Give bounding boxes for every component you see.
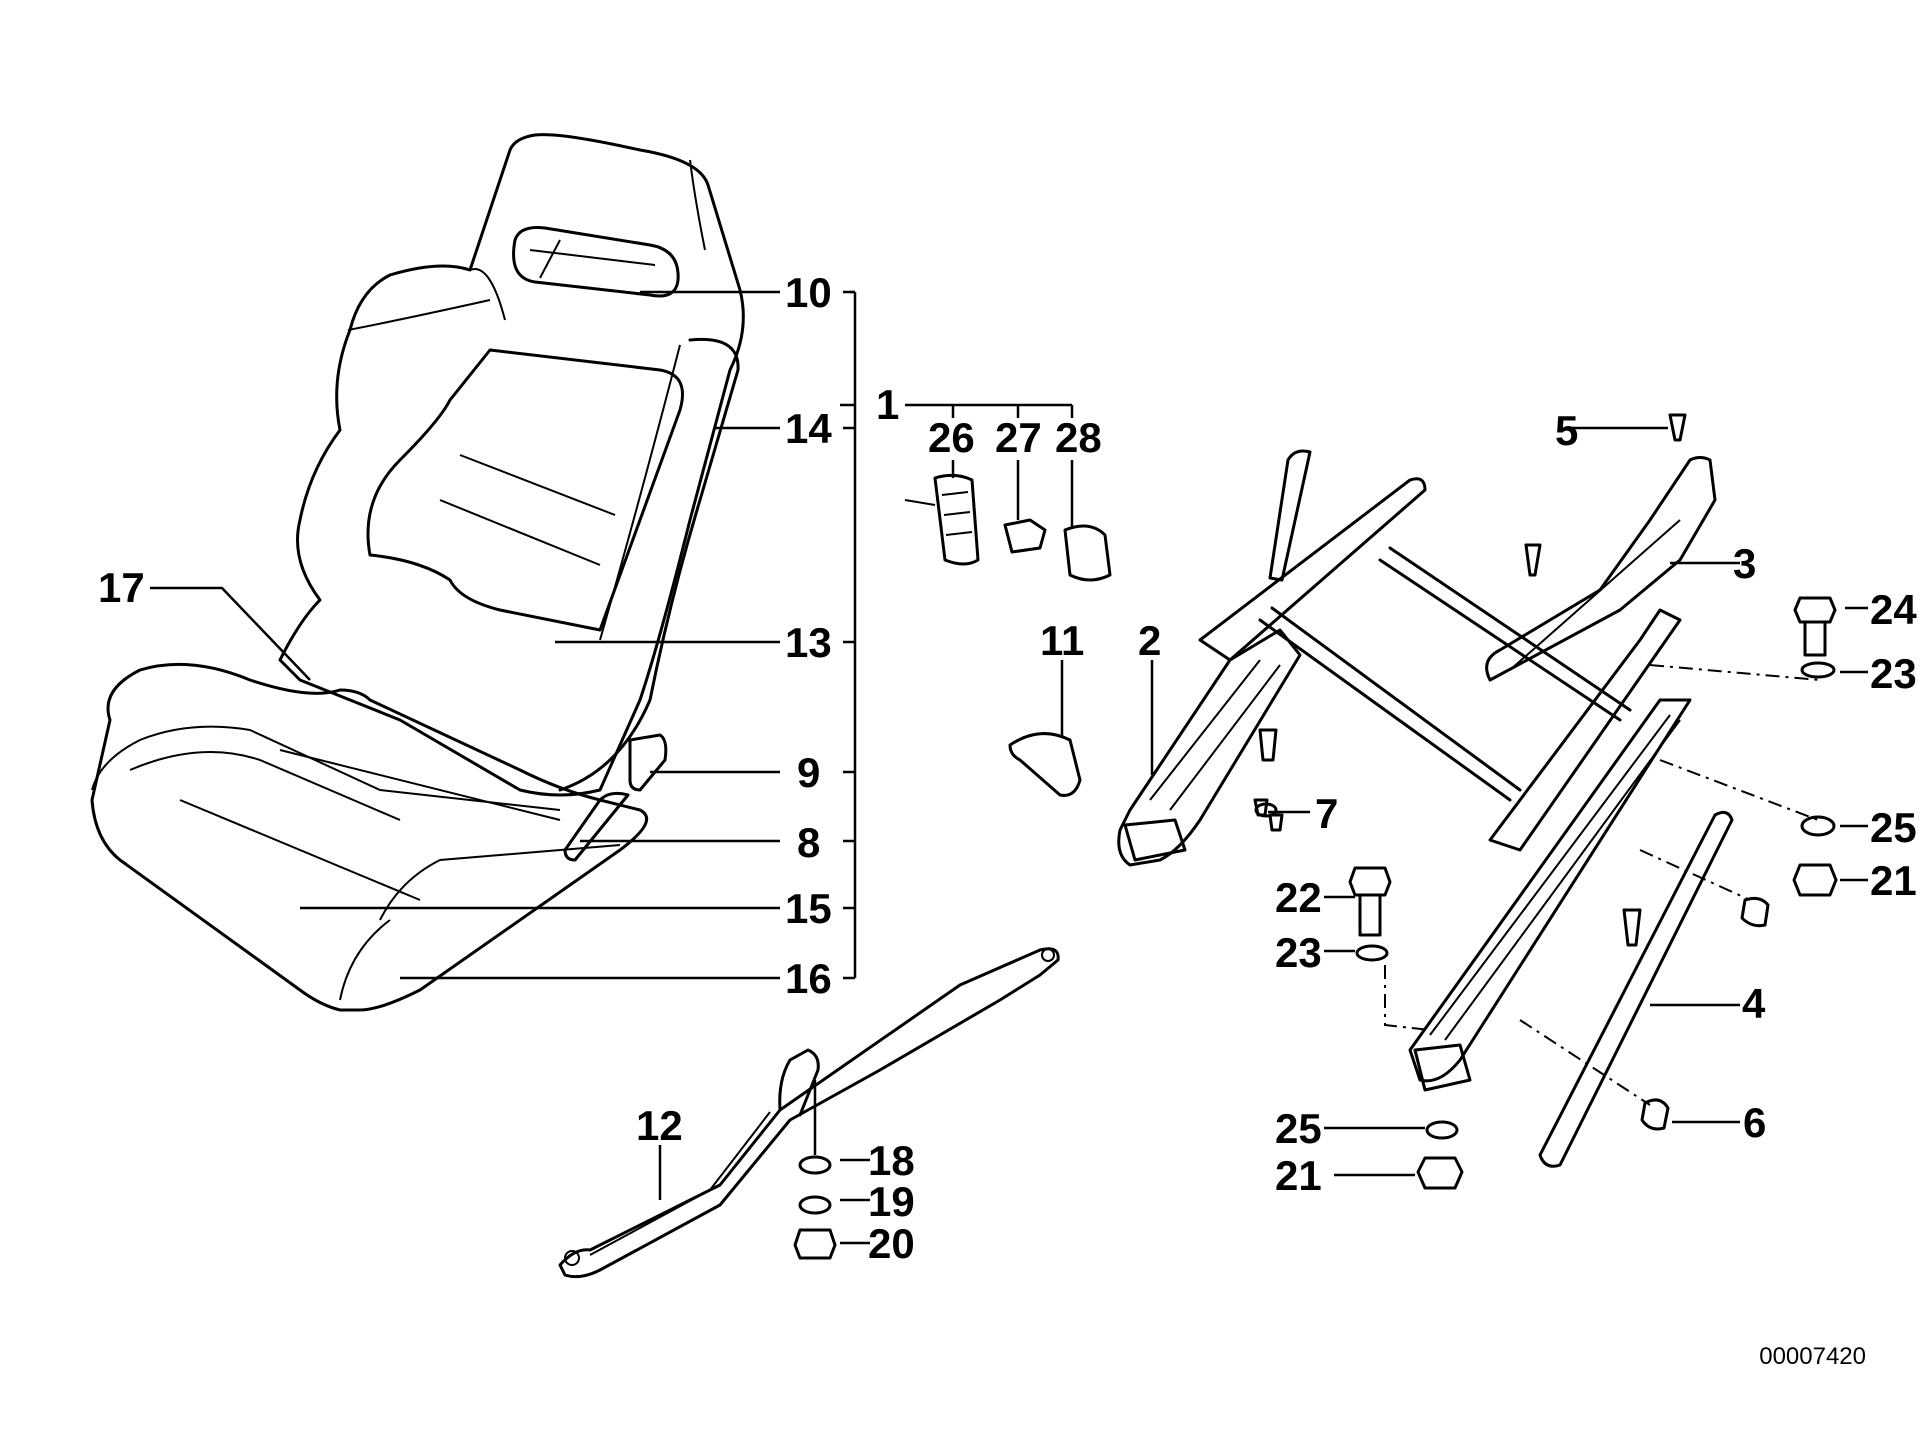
callout-13: 13 bbox=[785, 619, 832, 666]
callout-16: 16 bbox=[785, 955, 832, 1002]
callout-20: 20 bbox=[868, 1220, 915, 1267]
callout-1: 1 bbox=[876, 381, 899, 428]
callout-23-bottom: 23 bbox=[1275, 929, 1322, 976]
callout-23-right: 23 bbox=[1870, 650, 1917, 697]
callout-10: 10 bbox=[785, 269, 832, 316]
callout-12: 12 bbox=[636, 1102, 683, 1149]
callout-19: 19 bbox=[868, 1178, 915, 1225]
callout-9: 9 bbox=[797, 749, 820, 796]
trim-parts-drawing bbox=[904, 460, 1112, 797]
callout-25-right: 25 bbox=[1870, 804, 1917, 851]
callout-6: 6 bbox=[1743, 1099, 1766, 1146]
frame-leader-lines bbox=[1150, 426, 1868, 1177]
callout-8: 8 bbox=[797, 819, 820, 866]
callout-24: 24 bbox=[1870, 586, 1917, 633]
callout-labels: 1 2 3 4 5 6 7 8 9 10 11 12 13 14 15 16 1… bbox=[98, 269, 1917, 1267]
callout-15: 15 bbox=[785, 885, 832, 932]
callout-22: 22 bbox=[1275, 874, 1322, 921]
callout-3: 3 bbox=[1733, 540, 1756, 587]
seat-rail-drawing bbox=[558, 947, 1060, 1279]
seat-frame-drawing bbox=[1117, 413, 1734, 1168]
hardware-drawing bbox=[1254, 596, 1838, 1190]
callout-28: 28 bbox=[1055, 414, 1102, 461]
sport-seat-drawing bbox=[90, 133, 745, 1012]
callout-21-right: 21 bbox=[1870, 857, 1917, 904]
callout-27: 27 bbox=[995, 414, 1042, 461]
callout-5: 5 bbox=[1555, 407, 1578, 454]
callout-21-bottom: 21 bbox=[1275, 1152, 1322, 1199]
callout-4: 4 bbox=[1742, 980, 1766, 1027]
callout-14: 14 bbox=[785, 405, 832, 452]
seat-leader-lines bbox=[150, 290, 1074, 980]
callout-2: 2 bbox=[1138, 617, 1161, 664]
callout-25-bottom: 25 bbox=[1275, 1105, 1322, 1152]
callout-18: 18 bbox=[868, 1137, 915, 1184]
callout-7: 7 bbox=[1315, 790, 1338, 837]
callout-11: 11 bbox=[1040, 617, 1084, 664]
callout-26: 26 bbox=[928, 414, 975, 461]
callout-17: 17 bbox=[98, 564, 145, 611]
document-number: 00007420 bbox=[1759, 1343, 1866, 1370]
dashed-leaders bbox=[1384, 664, 1821, 1106]
